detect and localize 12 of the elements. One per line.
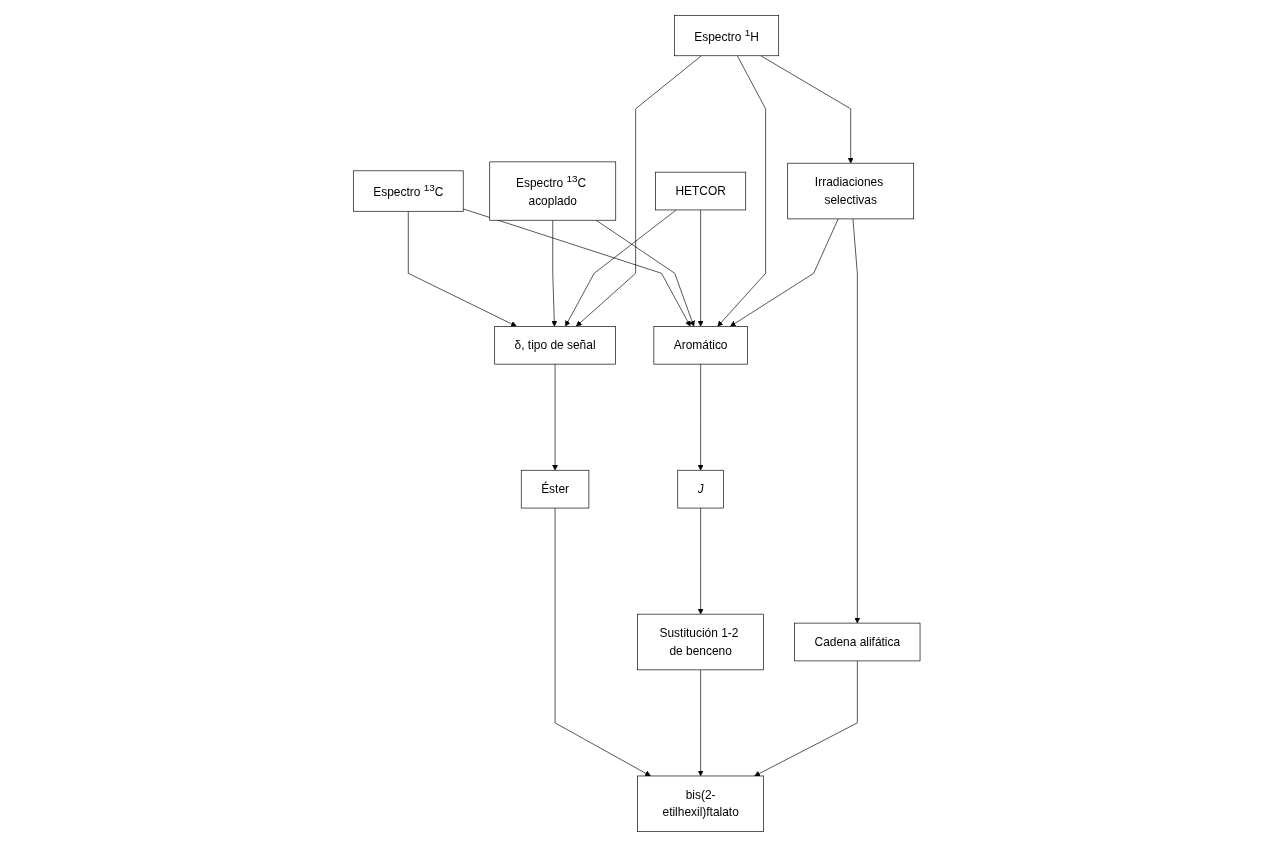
node-box: Éster (521, 469, 590, 509)
node-box: Irradiaciones selectivas (787, 162, 915, 220)
node-box: Cadena alifática (794, 622, 921, 662)
node-box: δ, tipo de señal (494, 326, 617, 365)
node-box: Espectro $^{1}$H (674, 15, 780, 57)
node-box: HETCOR (655, 171, 747, 211)
node-box: Espectro $^{13}$C acoplado (489, 161, 617, 221)
node-box: Aromático (653, 326, 749, 365)
node-box: Sustitución 1-2 de benceno (637, 613, 765, 671)
node-box: Espectro $^{13}$C (353, 170, 464, 212)
node-box: bis(2-etilhexil)ftalato (637, 775, 765, 832)
node-box: J (677, 469, 725, 509)
